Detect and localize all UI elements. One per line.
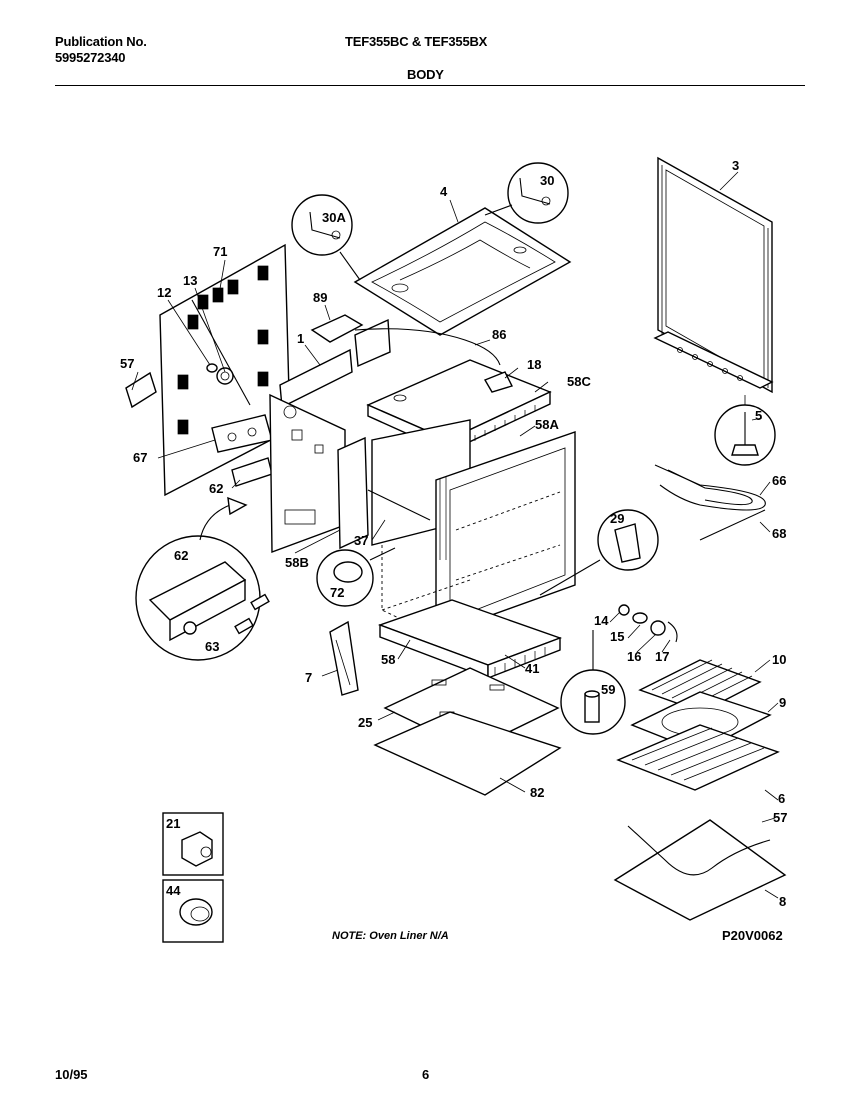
bake-element-part — [613, 819, 787, 921]
callout-66: 66 — [772, 473, 786, 488]
broil-element-part — [654, 464, 766, 541]
callout-44: 44 — [166, 883, 181, 898]
callout-13: 13 — [183, 273, 197, 288]
oven-body-part — [371, 419, 576, 646]
detail-circle-30 — [484, 162, 569, 224]
callout-9: 9 — [779, 695, 786, 710]
oven-liner-note: NOTE: Oven Liner N/A — [332, 930, 449, 942]
callout-58c: 58C — [567, 374, 591, 389]
oven-rack-part — [616, 724, 780, 791]
callout-58a: 58A — [535, 417, 559, 432]
callout-57b: 57 — [773, 810, 787, 825]
callout-5: 5 — [755, 408, 762, 423]
sensor-rod-part — [367, 489, 431, 521]
publication-label: Publication No. — [55, 34, 147, 49]
callout-68: 68 — [772, 526, 786, 541]
callout-30: 30 — [540, 173, 554, 188]
detail-circle-59 — [560, 630, 626, 735]
callout-62b: 62 — [174, 548, 188, 563]
detail-circle-62 — [135, 496, 270, 661]
loose-part-box-44 — [162, 879, 224, 943]
callout-15: 15 — [610, 629, 624, 644]
callout-6: 6 — [778, 791, 785, 806]
callout-86: 86 — [492, 327, 506, 342]
header-rule — [55, 85, 805, 86]
hinge-part — [329, 620, 359, 696]
callout-10: 10 — [772, 652, 786, 667]
callout-58: 58 — [381, 652, 395, 667]
leader-lines — [131, 171, 779, 899]
drawing-code: P20V0062 — [722, 928, 783, 943]
callout-7: 7 — [305, 670, 312, 685]
callout-62a: 62 — [209, 481, 223, 496]
callout-12: 12 — [157, 285, 171, 300]
callout-18: 18 — [527, 357, 541, 372]
callout-89: 89 — [313, 290, 327, 305]
callout-41: 41 — [525, 661, 539, 676]
callout-29: 29 — [610, 511, 624, 526]
callout-17: 17 — [655, 649, 669, 664]
footer-date: 10/95 — [55, 1067, 88, 1082]
callout-21: 21 — [166, 816, 180, 831]
callout-16: 16 — [627, 649, 641, 664]
model-title: TEF355BC & TEF355BX — [345, 34, 488, 49]
callout-14: 14 — [594, 613, 609, 628]
callout-57a: 57 — [120, 356, 134, 371]
page-number: 6 — [422, 1067, 430, 1082]
callout-63: 63 — [205, 639, 219, 654]
callout-82: 82 — [530, 785, 544, 800]
publication-number: 5995272340 — [55, 50, 126, 65]
screw-wire-parts — [191, 299, 251, 406]
lamp-assembly-part — [618, 604, 678, 643]
callout-1: 1 — [297, 331, 304, 346]
wire-part — [354, 328, 501, 366]
detail-circle-72 — [316, 547, 396, 607]
top-panel-part — [353, 207, 572, 336]
bottom-panel-part — [373, 711, 562, 796]
broiler-grid-part — [638, 659, 762, 713]
side-panel-part — [269, 393, 346, 554]
callout-71: 71 — [213, 244, 227, 259]
label-plate-part — [125, 371, 157, 409]
insulation-side-part — [337, 436, 369, 550]
detail-circle-5 — [714, 395, 776, 466]
callout-72: 72 — [330, 585, 344, 600]
door-frame-part — [653, 156, 774, 394]
clip-part — [483, 371, 513, 393]
detail-circle-30a — [291, 194, 361, 281]
loose-part-box-21 — [162, 812, 224, 876]
callout-3: 3 — [732, 158, 739, 173]
insulation-bottom-part — [377, 599, 563, 680]
callout-37: 37 — [354, 533, 368, 548]
callout-30a: 30A — [322, 210, 346, 225]
callout-67: 67 — [133, 450, 147, 465]
callout-25: 25 — [358, 715, 372, 730]
callout-8: 8 — [779, 894, 786, 909]
callout-4: 4 — [440, 184, 448, 199]
bracket-assembly-part — [279, 314, 391, 409]
callout-59: 59 — [601, 682, 615, 697]
detail-circle-29 — [539, 509, 659, 596]
section-title: BODY — [407, 67, 444, 82]
callout-58b: 58B — [285, 555, 309, 570]
